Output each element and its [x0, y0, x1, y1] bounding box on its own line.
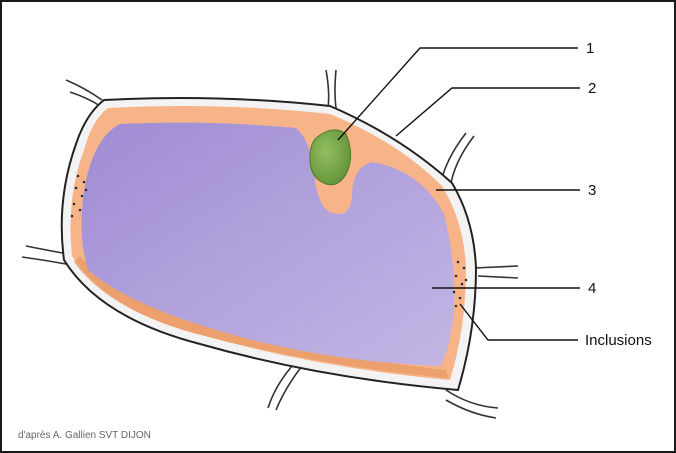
label-inclusions: Inclusions: [585, 332, 652, 349]
leader-line-2: [396, 88, 580, 136]
label-4: 4: [588, 280, 596, 297]
leader-line-inclusions: [460, 304, 578, 340]
label-2: 2: [588, 80, 596, 97]
credit-text: d'après A. Gallien SVT DIJON: [18, 430, 151, 441]
nucleus: [310, 130, 351, 185]
label-1: 1: [586, 40, 594, 57]
label-3: 3: [588, 182, 596, 199]
leader-line-1: [338, 48, 578, 140]
